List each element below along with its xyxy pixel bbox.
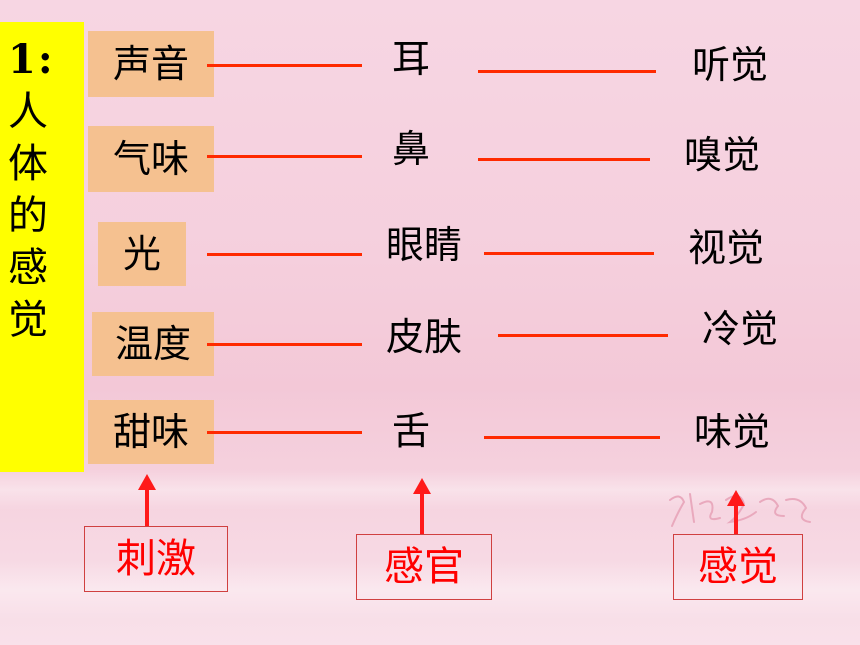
connector-line [207, 253, 362, 256]
connector-line [478, 70, 656, 73]
arrow-up-icon [138, 474, 156, 490]
sense-cell: 嗅觉 [684, 133, 761, 177]
title-char: 感 [8, 245, 48, 291]
arrow-up-icon [727, 490, 745, 506]
arrow-up-icon [413, 478, 431, 494]
background-stripe [0, 560, 860, 620]
title-char: 体 [8, 141, 48, 187]
organ-cell: 眼睛 [386, 223, 463, 267]
organ-cell: 鼻 [392, 127, 431, 171]
signature-watermark [669, 493, 811, 527]
stimulus-label: 刺激 [84, 526, 228, 592]
organ-label: 感官 [356, 534, 492, 600]
organ-cell: 皮肤 [386, 315, 463, 359]
stimulus-cell: 光 [98, 222, 186, 286]
organ-cell: 耳 [392, 37, 431, 81]
sense-cell: 味觉 [694, 410, 771, 454]
title-characters: 人 体 的 感 觉 [8, 86, 78, 346]
slide-title: 1: 人 体 的 感 觉 [8, 34, 78, 346]
connector-line [478, 158, 650, 161]
connector-line [484, 436, 660, 439]
organ-cell: 舌 [392, 409, 431, 453]
title-panel [0, 22, 84, 472]
connector-line [207, 431, 362, 434]
connector-line [207, 155, 362, 158]
connector-line [207, 343, 362, 346]
stimulus-cell: 气味 [88, 126, 214, 192]
title-char: 的 [8, 193, 48, 239]
sense-cell: 听觉 [692, 43, 769, 87]
title-char: 人 [8, 89, 48, 135]
arrow-shaft [734, 504, 738, 534]
title-char: 觉 [8, 297, 48, 343]
arrow-shaft [420, 492, 424, 534]
arrow-shaft [145, 488, 149, 526]
connector-line [498, 334, 668, 337]
connector-line [207, 64, 362, 67]
stimulus-cell: 声音 [88, 31, 214, 97]
sense-cell: 视觉 [688, 226, 765, 270]
sense-label: 感觉 [673, 534, 803, 600]
stimulus-cell: 甜味 [88, 400, 214, 464]
stimulus-cell: 温度 [92, 312, 214, 376]
sense-cell: 冷觉 [702, 307, 779, 351]
connector-line [484, 252, 654, 255]
title-number: 1: [8, 36, 55, 83]
